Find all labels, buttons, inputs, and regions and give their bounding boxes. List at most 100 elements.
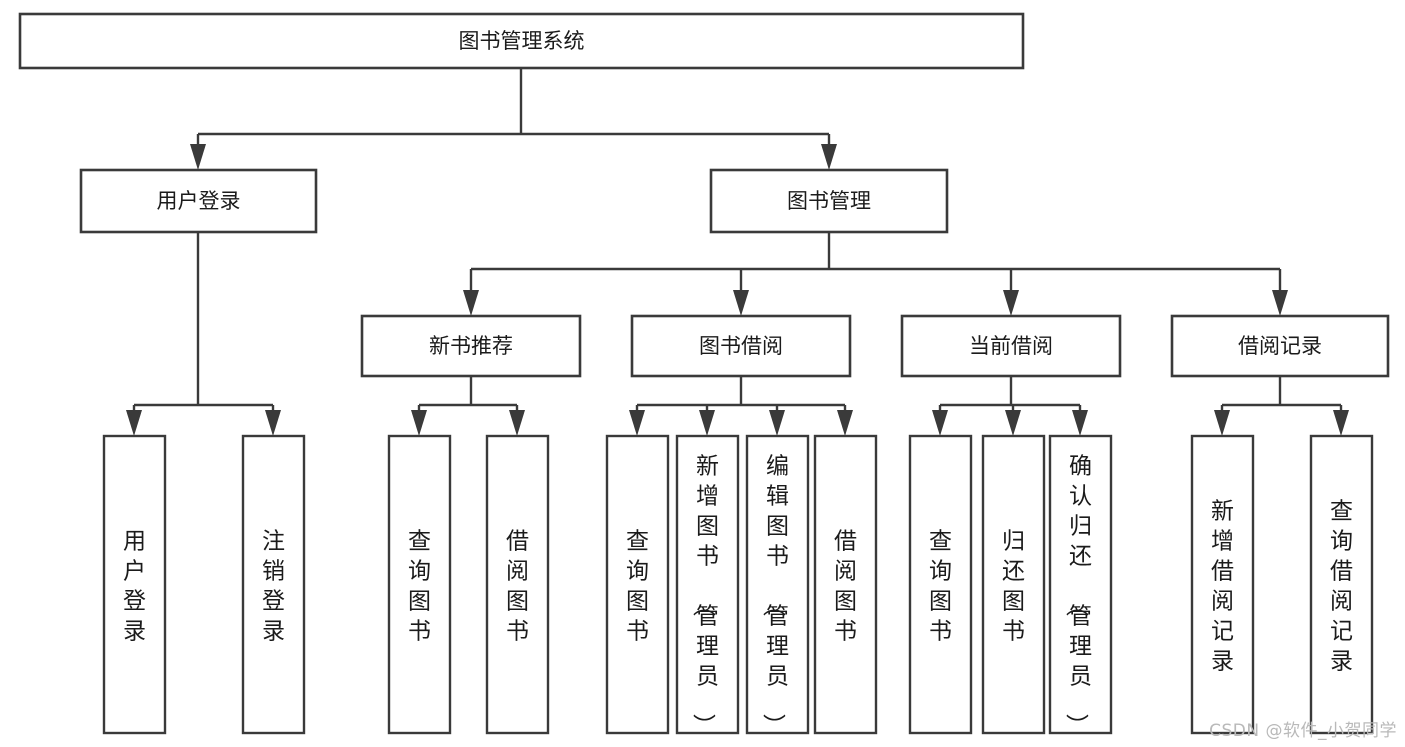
edge-to-leaf-query-rec bbox=[411, 405, 427, 436]
edge-to-leaf-borrow-book bbox=[837, 405, 853, 436]
arrow-head-icon bbox=[509, 410, 525, 436]
leaf-leaf-query-book-rec[interactable]: 查询图书 bbox=[387, 434, 452, 735]
edge-to-new-book bbox=[463, 269, 479, 316]
node-box[interactable] bbox=[813, 434, 878, 735]
leaf-leaf-query-book[interactable]: 查询图书 bbox=[605, 434, 670, 735]
edge-to-leaf-edit-book bbox=[769, 405, 785, 436]
node-box[interactable] bbox=[675, 434, 740, 735]
arrow-head-icon bbox=[1214, 410, 1230, 436]
arrow-head-icon bbox=[126, 410, 142, 436]
node-label: 编辑图书（管理员） bbox=[760, 454, 789, 737]
node-label: 查询图书 bbox=[929, 529, 952, 645]
node-user-login[interactable]: 用户登录 bbox=[79, 168, 318, 234]
edge-to-book-borrow bbox=[733, 269, 749, 316]
edge-to-leaf-confirm bbox=[1072, 405, 1088, 436]
leaf-leaf-query-book-cur[interactable]: 查询图书 bbox=[908, 434, 973, 735]
node-box[interactable] bbox=[18, 12, 1025, 70]
edge-to-leaf-return bbox=[1005, 405, 1021, 436]
node-label: 归还图书 bbox=[1002, 529, 1025, 645]
arrow-head-icon bbox=[463, 290, 479, 316]
node-label: 新增借阅记录 bbox=[1211, 499, 1234, 675]
arrow-head-icon bbox=[190, 144, 206, 170]
node-current-borrow[interactable]: 当前借阅 bbox=[900, 314, 1122, 378]
node-box[interactable] bbox=[1309, 434, 1374, 735]
edge-to-current-borrow bbox=[1003, 269, 1019, 316]
node-borrow-records[interactable]: 借阅记录 bbox=[1170, 314, 1390, 378]
node-label: 查询图书 bbox=[408, 529, 431, 645]
node-label: 查询借阅记录 bbox=[1330, 499, 1353, 675]
node-box[interactable] bbox=[79, 168, 318, 234]
edge-to-leaf-user-login bbox=[126, 405, 142, 436]
node-box[interactable] bbox=[1170, 314, 1390, 378]
node-box[interactable] bbox=[605, 434, 670, 735]
leaf-leaf-borrow-book-rec[interactable]: 借阅图书 bbox=[485, 434, 550, 735]
arrow-head-icon bbox=[837, 410, 853, 436]
node-root[interactable]: 图书管理系统 bbox=[18, 12, 1025, 70]
node-box[interactable] bbox=[908, 434, 973, 735]
node-label: 借阅图书 bbox=[506, 529, 529, 645]
arrow-head-icon bbox=[629, 410, 645, 436]
edge-to-user-login bbox=[190, 134, 206, 170]
node-box[interactable] bbox=[102, 434, 167, 735]
leaf-leaf-borrow-book[interactable]: 借阅图书 bbox=[813, 434, 878, 735]
node-book-manage[interactable]: 图书管理 bbox=[709, 168, 949, 234]
nodes-layer: 图书管理系统用户登录图书管理新书推荐图书借阅当前借阅借阅记录用户登录注销登录查询… bbox=[18, 12, 1390, 737]
edge-to-book-manage bbox=[821, 134, 837, 170]
edge-to-borrow-records bbox=[1272, 269, 1288, 316]
edge-to-leaf-borrow-rec bbox=[509, 405, 525, 436]
arrow-head-icon bbox=[1072, 410, 1088, 436]
node-box[interactable] bbox=[1190, 434, 1255, 735]
arrow-head-icon bbox=[411, 410, 427, 436]
leaf-leaf-user-login[interactable]: 用户登录 bbox=[102, 434, 167, 735]
edge-to-leaf-add-record bbox=[1214, 405, 1230, 436]
node-book-borrow[interactable]: 图书借阅 bbox=[630, 314, 852, 378]
node-label: 确认归还（管理员） bbox=[1063, 454, 1092, 737]
leaf-leaf-query-record[interactable]: 查询借阅记录 bbox=[1309, 434, 1374, 735]
node-label: 新书推荐 bbox=[429, 334, 513, 358]
node-label: 用户登录 bbox=[123, 529, 146, 645]
leaf-leaf-add-book[interactable]: 新增图书（管理员） bbox=[675, 434, 740, 737]
edge-to-leaf-logout bbox=[265, 405, 281, 436]
arrow-head-icon bbox=[699, 410, 715, 436]
node-label: 新增图书（管理员） bbox=[690, 454, 719, 737]
edges-layer bbox=[126, 68, 1349, 436]
node-box[interactable] bbox=[387, 434, 452, 735]
node-box[interactable] bbox=[630, 314, 852, 378]
node-box[interactable] bbox=[709, 168, 949, 234]
node-label: 借阅记录 bbox=[1238, 334, 1322, 358]
node-box[interactable] bbox=[981, 434, 1046, 735]
node-label: 当前借阅 bbox=[969, 334, 1053, 358]
node-new-book-recommend[interactable]: 新书推荐 bbox=[360, 314, 582, 378]
node-box[interactable] bbox=[360, 314, 582, 378]
arrow-head-icon bbox=[1005, 410, 1021, 436]
arrow-head-icon bbox=[265, 410, 281, 436]
node-label: 查询图书 bbox=[626, 529, 649, 645]
arrow-head-icon bbox=[821, 144, 837, 170]
node-box[interactable] bbox=[241, 434, 306, 735]
edge-to-leaf-query-cur bbox=[932, 405, 948, 436]
node-label: 图书管理 bbox=[787, 189, 871, 213]
node-label: 用户登录 bbox=[157, 189, 241, 213]
arrow-head-icon bbox=[1272, 290, 1288, 316]
leaf-leaf-edit-book[interactable]: 编辑图书（管理员） bbox=[745, 434, 810, 737]
arrow-head-icon bbox=[733, 290, 749, 316]
watermark-label: CSDN @软件_小贺同学 bbox=[1209, 721, 1397, 741]
node-label: 图书管理系统 bbox=[459, 29, 585, 53]
edge-to-leaf-add-book bbox=[699, 405, 715, 436]
node-label: 借阅图书 bbox=[834, 529, 857, 645]
leaf-leaf-logout[interactable]: 注销登录 bbox=[241, 434, 306, 735]
leaf-leaf-return-book[interactable]: 归还图书 bbox=[981, 434, 1046, 735]
leaf-leaf-add-record[interactable]: 新增借阅记录 bbox=[1190, 434, 1255, 735]
arrow-head-icon bbox=[932, 410, 948, 436]
arrow-head-icon bbox=[1003, 290, 1019, 316]
node-box[interactable] bbox=[1048, 434, 1113, 735]
edge-to-leaf-query-book bbox=[629, 405, 645, 436]
node-box[interactable] bbox=[745, 434, 810, 735]
node-box[interactable] bbox=[900, 314, 1122, 378]
node-box[interactable] bbox=[485, 434, 550, 735]
edge-to-leaf-query-record bbox=[1333, 405, 1349, 436]
leaf-leaf-confirm-return[interactable]: 确认归还（管理员） bbox=[1048, 434, 1113, 737]
arrow-head-icon bbox=[1333, 410, 1349, 436]
